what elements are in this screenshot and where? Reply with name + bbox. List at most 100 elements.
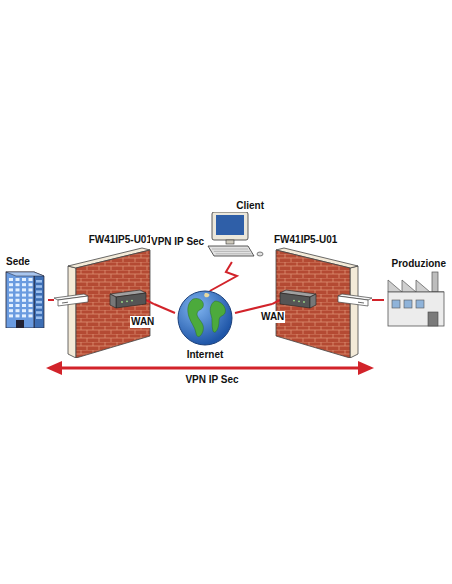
building-window (29, 283, 33, 286)
wall-side (350, 266, 358, 358)
node-label: FW41IP5-U01 (87, 234, 154, 246)
label-holder: VPN IP Sec (184, 374, 239, 386)
building-roof (6, 272, 44, 276)
building-window (36, 316, 42, 319)
firewall: FW41IP5-U01 (272, 234, 372, 358)
globe (178, 291, 232, 345)
monitor-screen (216, 215, 244, 235)
network-link (154, 304, 175, 313)
network-link (48, 299, 54, 301)
building-window (22, 304, 26, 307)
router-front (280, 293, 310, 308)
appliance-front (58, 296, 88, 306)
building-window (29, 309, 33, 312)
appliance-front (338, 296, 368, 306)
building-window (29, 314, 33, 317)
factory-body (388, 292, 444, 326)
continent (210, 301, 225, 332)
brick-wall (276, 250, 350, 358)
building-window (36, 290, 42, 293)
node-label: Sede (4, 256, 32, 268)
port-label: WAN (260, 311, 285, 323)
router-side (310, 294, 316, 308)
brick-wall (76, 250, 150, 358)
building-window (9, 304, 13, 307)
router-side (110, 294, 116, 308)
building-window (29, 299, 33, 302)
building-window (22, 283, 26, 286)
vpn-label: VPN IP Sec (150, 236, 205, 248)
label-holder: WAN (260, 311, 285, 323)
monitor-stand (226, 240, 234, 244)
vpn-arrow-head (46, 361, 62, 375)
factory-window (392, 300, 400, 308)
factory-door (428, 312, 438, 326)
router-led (131, 300, 133, 302)
building-window (9, 299, 13, 302)
port-label: WAN (130, 316, 155, 328)
wan-cable (146, 300, 154, 304)
building-window (9, 283, 13, 286)
office-building-icon (4, 268, 48, 328)
monitor (212, 212, 248, 240)
node-label: FW41IP5-U01 (272, 234, 339, 246)
building-window (16, 299, 20, 302)
building-window (22, 294, 26, 297)
building-window (22, 314, 26, 317)
continent (204, 293, 209, 297)
keyboard (208, 246, 254, 256)
node-label: Produzione (390, 258, 448, 270)
vpn-arrow-head (358, 361, 374, 375)
building-window (29, 304, 33, 307)
label-holder: VPN IP Sec (150, 236, 205, 248)
client-computer: Client (204, 200, 266, 262)
router-led (298, 300, 300, 302)
building-window (36, 311, 42, 314)
building-window (29, 278, 33, 281)
building-window (16, 314, 20, 317)
node-label: Client (234, 200, 266, 212)
building-window (22, 299, 26, 302)
router-front (116, 293, 146, 308)
keyboard-keys (216, 253, 252, 254)
building-window (36, 280, 42, 283)
building-side (34, 272, 44, 328)
internet-globe: Internet (175, 289, 235, 361)
wan-cable (272, 300, 280, 304)
router-led (121, 301, 123, 303)
vpn-label: VPN IP Sec (184, 374, 239, 386)
router-led (126, 300, 128, 302)
continent (188, 298, 204, 336)
keyboard-keys (212, 249, 248, 250)
building-window (16, 288, 20, 291)
router-led (303, 301, 305, 303)
building-window (22, 309, 26, 312)
factory-window (404, 300, 412, 308)
firewall: FW41IP5-U01 (54, 234, 154, 358)
building-window (16, 309, 20, 312)
building-window (9, 309, 13, 312)
internet-globe-icon (175, 289, 235, 347)
building-window (9, 294, 13, 297)
factory-building: Produzione (384, 258, 448, 328)
building-window (16, 304, 20, 307)
sawtooth-roof (388, 280, 444, 292)
client-computer-icon (204, 212, 266, 262)
building-window (36, 306, 42, 309)
building-window (36, 301, 42, 304)
building-window (16, 278, 20, 281)
factory-building-icon (384, 268, 448, 328)
office-building: Sede (4, 256, 48, 328)
building-window (29, 288, 33, 291)
appliance-led (358, 302, 364, 304)
vpn-link (210, 262, 237, 291)
building-window (9, 314, 13, 317)
wall-side (68, 266, 76, 358)
building-window (16, 283, 20, 286)
label-holder: WAN (130, 316, 155, 328)
router-led (293, 300, 295, 302)
building-window (22, 288, 26, 291)
building-window (9, 278, 13, 281)
building-window (22, 278, 26, 281)
